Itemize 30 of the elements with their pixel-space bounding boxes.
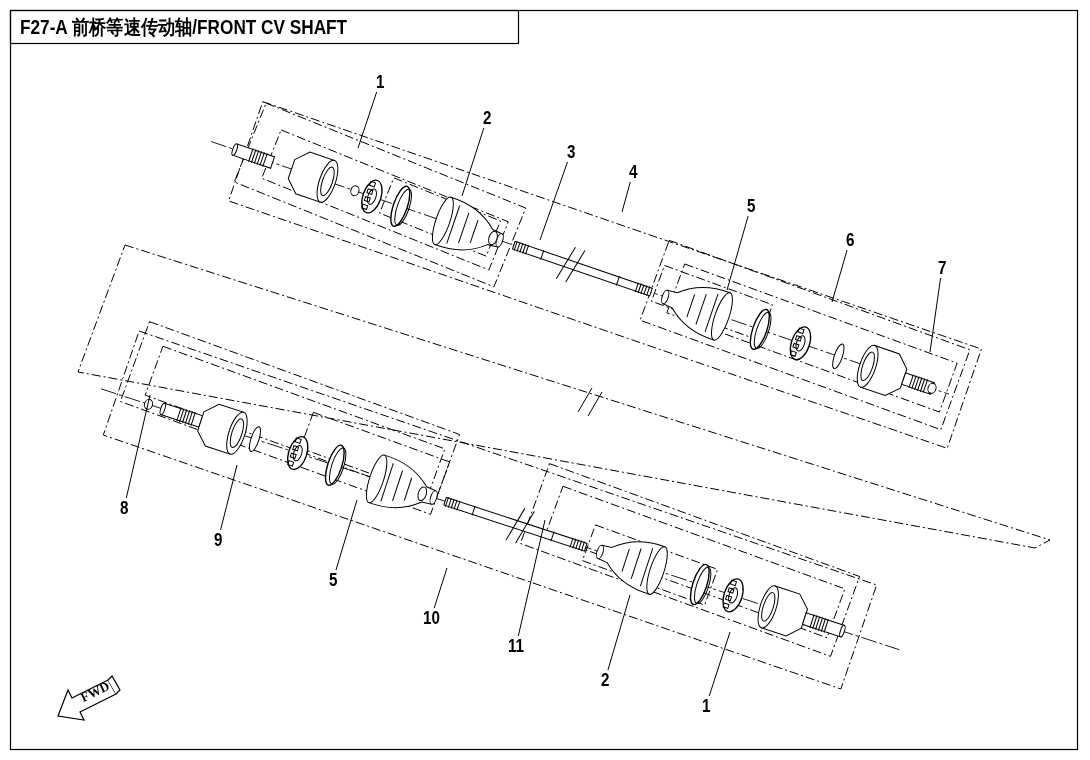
leader-line xyxy=(335,499,358,571)
leader-line xyxy=(831,249,848,303)
leader-line xyxy=(929,277,942,353)
leader-line xyxy=(517,519,546,637)
callout-number: 6 xyxy=(845,230,854,250)
leader-line xyxy=(461,127,485,197)
leader-line xyxy=(607,594,631,671)
leader-line xyxy=(433,567,448,609)
callout-number: 5 xyxy=(746,196,755,216)
leader-line xyxy=(621,181,631,213)
callout-number: 4 xyxy=(628,162,637,182)
leader-line xyxy=(125,394,151,499)
leader-line xyxy=(726,215,749,291)
leader-line xyxy=(539,161,568,241)
leader-line xyxy=(708,631,731,697)
callout-number: 9 xyxy=(213,530,222,550)
callout-number: 5 xyxy=(328,570,337,590)
direction-label: FWD xyxy=(78,678,113,706)
callout-number: 3 xyxy=(566,142,575,162)
title: F27-A 前桥等速传动轴/FRONT CV SHAFT xyxy=(20,15,348,40)
callout-number: 2 xyxy=(600,670,609,690)
callout-number: 10 xyxy=(422,608,440,628)
callout-number: 1 xyxy=(375,72,384,92)
callout-number: 7 xyxy=(937,258,946,278)
leader-line xyxy=(220,464,238,531)
callout-number: 2 xyxy=(482,108,491,128)
callout-number: 11 xyxy=(508,636,525,656)
callout-number: 8 xyxy=(119,498,128,518)
leader-line xyxy=(357,91,378,149)
callout-number: 1 xyxy=(701,696,710,716)
